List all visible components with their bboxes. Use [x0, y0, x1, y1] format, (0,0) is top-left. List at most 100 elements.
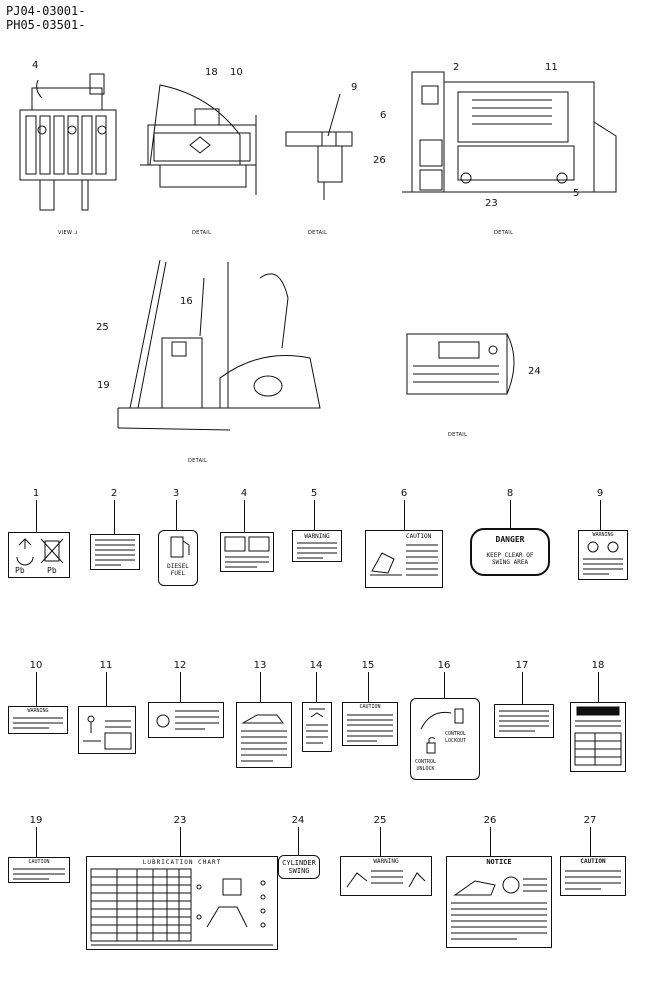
- decal-6-title: CAUTION: [406, 533, 432, 540]
- leader-5: [314, 500, 315, 530]
- decal-number-12: 12: [173, 660, 187, 671]
- decal-15-title: CAUTION: [359, 704, 381, 710]
- decal-9-warning: WARNING: [578, 530, 628, 580]
- decal-10-warning: WARNING: [8, 706, 68, 734]
- decal-number-8: 8: [506, 488, 514, 499]
- decal-16-unlock: CONTROL UNLOCK: [415, 759, 437, 772]
- leader-26: [490, 827, 491, 856]
- leader-23: [180, 827, 181, 856]
- decal-14: [302, 702, 332, 752]
- header-line-2: PH05-03501-: [6, 18, 86, 32]
- valve-assembly-drawing: [19, 73, 117, 211]
- text-lines-graphic: [297, 542, 337, 559]
- decal-number-19: 19: [29, 815, 43, 826]
- decal-23-title: LUBRICATION CHART: [142, 859, 222, 866]
- decal-6-caution: CAUTION: [365, 530, 443, 588]
- decal-17: [494, 704, 554, 738]
- decal-number-17: 17: [515, 660, 529, 671]
- hot-surface-icon: [156, 710, 219, 730]
- callout-11: 11: [545, 62, 558, 73]
- leader-17: [522, 672, 523, 704]
- fuel-pump-icon: [170, 536, 190, 558]
- decal-number-16: 16: [437, 660, 451, 671]
- decal-18: [570, 702, 626, 772]
- leader-9: [600, 500, 601, 530]
- text-lines-graphic: [347, 714, 393, 742]
- decal-number-18: 18: [591, 660, 605, 671]
- decal-number-25: 25: [373, 815, 387, 826]
- decal-number-13: 13: [253, 660, 267, 671]
- decal-1-recycle: Pb Pb: [8, 532, 70, 578]
- leader-13: [260, 672, 261, 702]
- decal-number-1: 1: [32, 488, 40, 499]
- rear-cover-drawing: [402, 71, 617, 193]
- decal-19-title: CAUTION: [28, 859, 50, 865]
- decal-27-caution: CAUTION: [560, 856, 626, 896]
- leader-10: [36, 672, 37, 706]
- caption-view: VIEW ⅃: [58, 230, 78, 236]
- callout-6: 6: [380, 110, 387, 121]
- decal-number-15: 15: [361, 660, 375, 671]
- leader-18: [598, 672, 599, 702]
- leader-16: [444, 672, 445, 698]
- lubrication-table-graphic: [90, 868, 273, 946]
- leader-4: [244, 500, 245, 532]
- callout-4: 4: [32, 60, 39, 71]
- fuel-tank-drawing: [140, 84, 257, 195]
- decal-16-control-lock: CONTROL LOCKOUT CONTROL UNLOCK: [410, 698, 480, 780]
- decal-8-text: KEEP CLEAR OF SWING AREA: [486, 552, 534, 566]
- decal-23-lubrication-chart: LUBRICATION CHART: [86, 856, 278, 950]
- decal-26-notice: NOTICE: [446, 856, 552, 948]
- leader-14: [316, 672, 317, 702]
- figure-table-graphic: [83, 715, 132, 750]
- swing-warning-graphic: [346, 870, 426, 888]
- cylinder-panel-drawing: [406, 333, 515, 395]
- callout-5: 5: [573, 188, 580, 199]
- caption-detail-2: DETAIL: [308, 230, 328, 236]
- decal-2: [90, 534, 140, 570]
- decal-number-4: 4: [240, 488, 248, 499]
- decal-25-title: WARNING: [373, 858, 399, 865]
- decal-27-title: CAUTION: [580, 858, 606, 865]
- callout-2: 2: [453, 62, 460, 73]
- decal-19-caution: CAUTION: [8, 857, 70, 883]
- fan-warning-icon: [583, 541, 623, 575]
- decal-16-lockout: CONTROL LOCKOUT: [445, 731, 467, 744]
- decal-number-10: 10: [29, 660, 43, 671]
- decal-number-9: 9: [596, 488, 604, 499]
- decal-3-diesel: DIESEL FUEL: [158, 530, 198, 586]
- decal-10-title: WARNING: [27, 708, 49, 714]
- leader-2: [114, 500, 115, 534]
- decal-9-title: WARNING: [592, 532, 614, 538]
- leader-6: [404, 500, 405, 530]
- callout-18: 18: [205, 67, 218, 78]
- decal-3-text: DIESEL FUEL: [167, 563, 189, 577]
- callout-23: 23: [485, 198, 498, 209]
- decal-5-warning: WARNING: [292, 530, 342, 562]
- excavator-pictogram: [370, 544, 438, 576]
- leader-27: [590, 827, 591, 856]
- decal-number-2: 2: [110, 488, 118, 499]
- lock-lever-icon: [420, 708, 464, 754]
- decal-25-warning: WARNING: [340, 856, 432, 896]
- decal-number-26: 26: [483, 815, 497, 826]
- decal-number-11: 11: [99, 660, 113, 671]
- text-lines-graphic: [499, 710, 549, 732]
- leader-19: [36, 827, 37, 857]
- decal-number-24: 24: [291, 815, 305, 826]
- header-line-1: PJ04-03001-: [6, 4, 86, 18]
- decal-13: [236, 702, 292, 768]
- callout-16: 16: [180, 296, 193, 307]
- decal-26-title: NOTICE: [486, 858, 512, 866]
- decal-15-caution: CAUTION: [342, 702, 398, 746]
- callout-26: 26: [373, 155, 386, 166]
- decal-5-title: WARNING: [304, 533, 330, 540]
- caption-detail-5: DETAIL: [448, 432, 468, 438]
- decal-number-5: 5: [310, 488, 318, 499]
- leader-1: [36, 500, 37, 532]
- leader-24: [298, 827, 299, 855]
- callout-24: 24: [528, 366, 541, 377]
- decal-8-danger: DANGER KEEP CLEAR OF SWING AREA: [470, 528, 550, 576]
- notice-graphic: [451, 876, 547, 940]
- text-lines-graphic: [13, 868, 65, 880]
